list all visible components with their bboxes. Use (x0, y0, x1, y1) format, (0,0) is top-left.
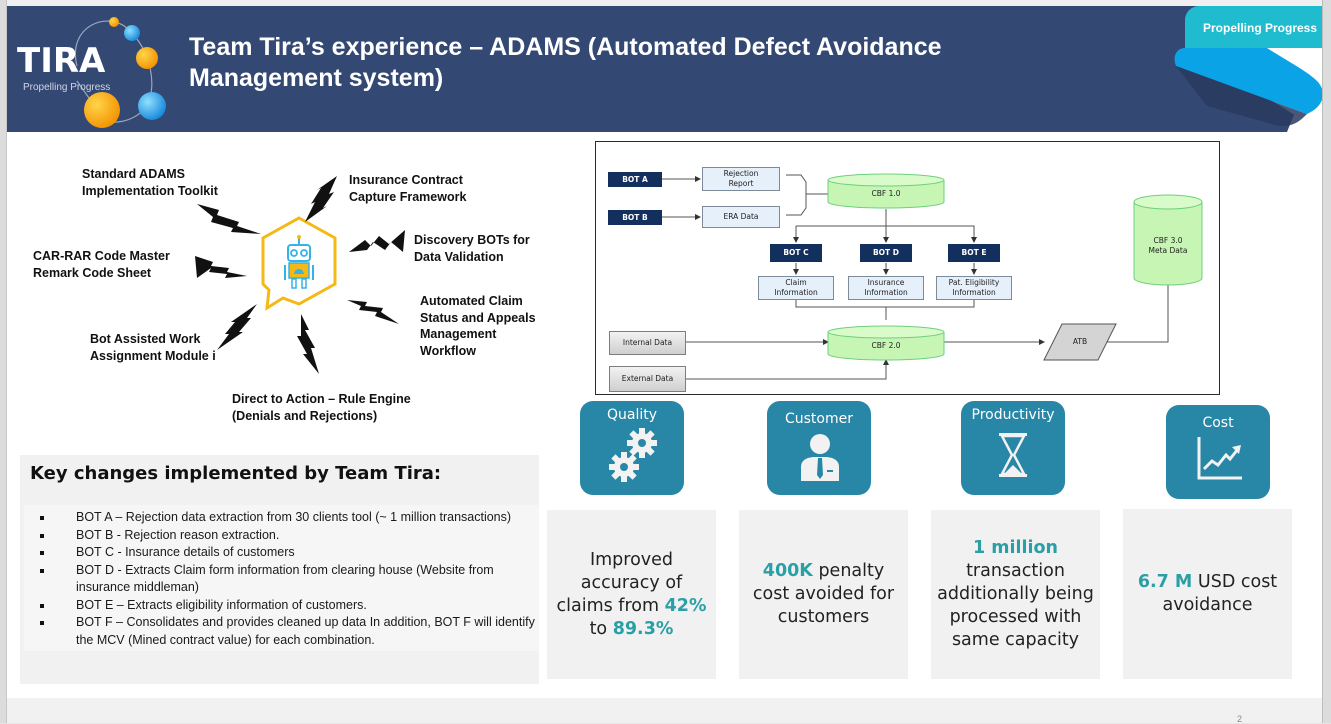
hourglass-icon (999, 433, 1027, 477)
slide-bottom-strip: 2 (7, 698, 1322, 724)
cost-card: 6.7 M USD cost avoidance (1123, 509, 1292, 679)
atb-label: ATB (1072, 337, 1088, 346)
customer-tile: Customer (767, 401, 871, 495)
businessman-icon (801, 434, 839, 481)
tira-logo: TIRA Propelling Progress (17, 17, 166, 128)
logo-orb (138, 92, 166, 120)
cbf1-label: CBF 1.0 (871, 189, 901, 198)
lightning-bolt-icon (349, 230, 405, 252)
logo-orb (124, 25, 140, 41)
key-changes-title: Key changes implemented by Team Tira: (30, 463, 442, 484)
robot-icon (261, 216, 337, 311)
quality-tile: Quality (580, 401, 684, 495)
lightning-bolt-icon (217, 304, 257, 350)
list-item: BOT A – Rejection data extraction from 3… (24, 509, 539, 527)
logo-tagline: Propelling Progress (23, 82, 110, 93)
atb-parallelogram (1043, 323, 1117, 361)
bot-a-node: BOT A (608, 172, 662, 187)
cbf2-cylinder (827, 325, 945, 361)
slide: TIRA Propelling Progress Team Tira’s exp… (7, 6, 1322, 698)
cbf2-label: CBF 2.0 (871, 341, 901, 350)
lightning-bolt-icon (305, 176, 337, 222)
bot-b-node: BOT B (608, 210, 662, 225)
lightning-bolt-icon (297, 314, 319, 374)
cbf3-cylinder (1133, 194, 1203, 286)
bot-c-node: BOT C (770, 244, 822, 262)
logo-orb (84, 92, 120, 128)
list-item: BOT D - Extracts Claim form information … (24, 562, 539, 597)
list-item: BOT F – Consolidates and provides cleane… (24, 614, 539, 649)
gears-icon (609, 428, 657, 482)
key-changes-panel: Key changes implemented by Team Tira: BO… (20, 455, 539, 684)
lightning-bolt-icon (195, 256, 247, 278)
list-item: BOT B - Rejection reason extraction. (24, 527, 539, 545)
external-data-node: External Data (609, 366, 686, 392)
key-changes-list: BOT A – Rejection data extraction from 3… (24, 505, 539, 651)
page-title: Team Tira’s experience – ADAMS (Automate… (189, 33, 942, 92)
corner-ribbon-decoration (1174, 46, 1322, 132)
cost-tile: Cost (1166, 405, 1270, 499)
cbf1-cylinder (827, 173, 945, 209)
productivity-card: 1 million transaction additionally being… (931, 510, 1100, 679)
lightning-bolt-icon (347, 300, 399, 324)
productivity-tile: Productivity (961, 401, 1065, 495)
flow-connectors (662, 173, 1203, 380)
era-data-node: ERA Data (702, 206, 780, 228)
growth-chart-icon (1197, 437, 1242, 480)
internal-data-node: Internal Data (609, 331, 686, 355)
vertical-scrollbar[interactable] (1322, 0, 1331, 723)
brand-tab: Propelling Progress (1185, 6, 1322, 48)
logo-wordmark: TIRA (17, 41, 106, 81)
left-scroll-edge (0, 0, 7, 723)
customer-card: 400K penalty cost avoided for customers (739, 510, 908, 679)
logo-orb (109, 17, 119, 27)
lightning-bolt-icon (197, 204, 261, 234)
list-item: BOT E – Extracts eligibility information… (24, 597, 539, 615)
page-number: 2 (1236, 714, 1242, 724)
list-item: BOT C - Insurance details of customers (24, 544, 539, 562)
logo-orb (136, 47, 158, 69)
feature-direct-to-action: Direct to Action – Rule Engine(Denials a… (232, 392, 411, 423)
bot-d-node: BOT D (860, 244, 912, 262)
quality-card: Improved accuracy of claims from 42% to … (547, 510, 716, 679)
bot-e-node: BOT E (948, 244, 1000, 262)
slide-header: TIRA Propelling Progress Team Tira’s exp… (7, 6, 1322, 132)
